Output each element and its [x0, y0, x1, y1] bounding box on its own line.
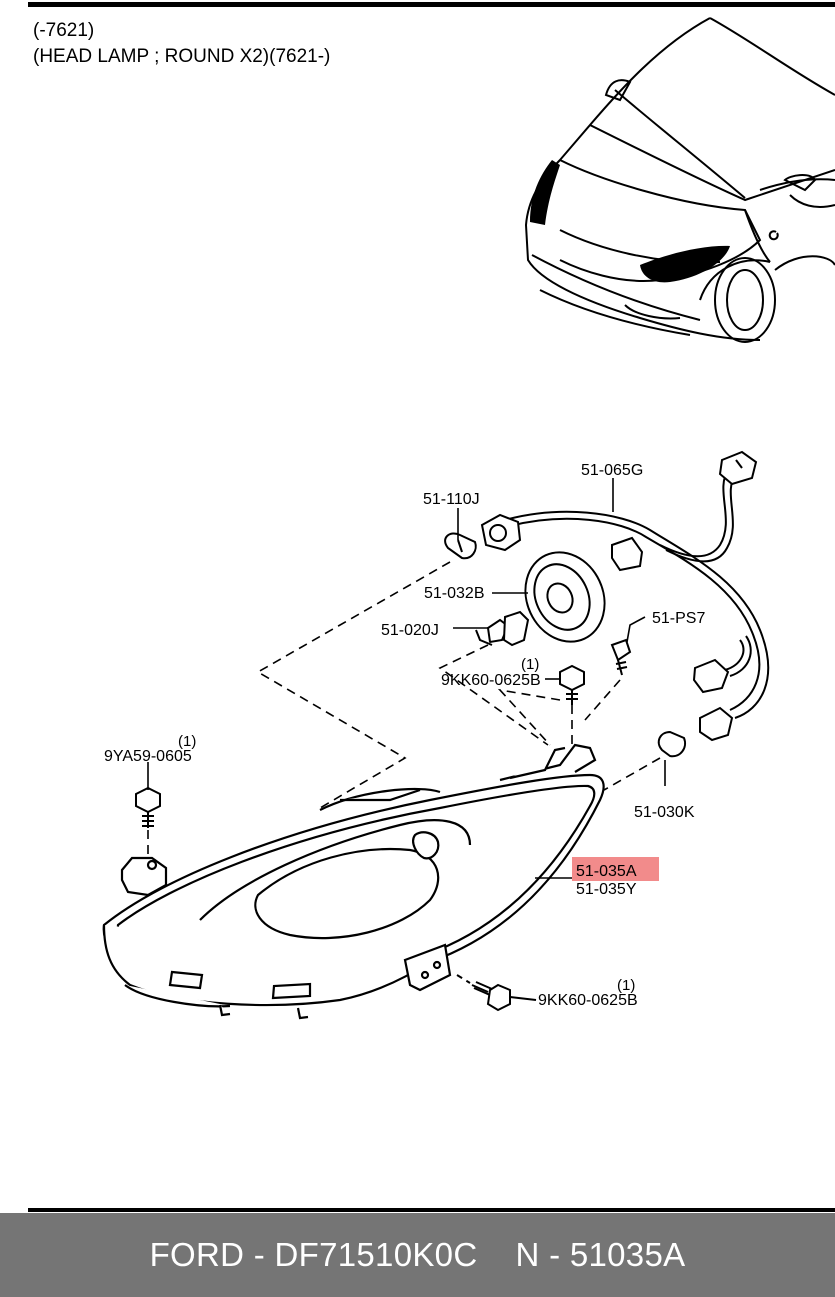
label-51-030K[interactable]: 51-030K [634, 804, 695, 821]
connector-top [611, 450, 758, 694]
bulb-side-icon [657, 730, 686, 758]
label-51-065G[interactable]: 51-065G [581, 462, 643, 479]
bolt-top-icon [559, 664, 585, 705]
label-51-PS7[interactable]: 51-PS7 [652, 610, 705, 627]
label-51-035Y[interactable]: 51-035Y [576, 881, 637, 898]
screw-ps7-icon [610, 638, 632, 676]
label-9KK60-0625B-top[interactable]: 9KK60-0625B [441, 672, 541, 689]
label-9KK60-0625B-bottom[interactable]: 9KK60-0625B [538, 992, 638, 1009]
dust-cap-icon [524, 551, 606, 643]
diagram-title-line2: (HEAD LAMP ; ROUND X2)(7621-) [33, 46, 330, 67]
footer-part: N - 51035A [515, 1236, 686, 1273]
qty-9YA59: (1) [178, 733, 196, 750]
bolt-bottom-icon [456, 974, 537, 1012]
bottom-border [28, 1208, 835, 1212]
bolt-left-icon [135, 786, 161, 828]
parts-diagram: (-7621) (HEAD LAMP ; ROUND X2)(7621-) [28, 2, 835, 1212]
qty-9KK60-top: (1) [521, 656, 539, 673]
bulb-small-icon [444, 532, 477, 560]
label-51-020J[interactable]: 51-020J [381, 622, 439, 639]
car-headlamp-left [530, 160, 560, 225]
diagram-title-line1: (-7621) [33, 20, 94, 41]
highlight-51-035A [572, 857, 659, 881]
label-51-032B[interactable]: 51-032B [424, 585, 485, 602]
label-51-110J[interactable]: 51-110J [423, 491, 480, 508]
label-51-035A[interactable]: 51-035A [576, 863, 637, 880]
label-9YA59-0605[interactable]: 9YA59-0605 [104, 748, 192, 765]
qty-9KK60-bottom: (1) [617, 977, 635, 994]
top-border [28, 2, 835, 7]
leader-lines-dashed [147, 561, 661, 860]
socket-small [480, 513, 734, 742]
car-illustration [524, 17, 835, 343]
leader-lines-solid [147, 478, 666, 879]
headlamp-assembly [102, 743, 605, 1020]
car-headlamp-right [640, 245, 730, 283]
part-number-footer: FORD - DF71510K0C N - 51035A [0, 1213, 835, 1297]
footer-text: FORD - DF71510K0C N - 51035A [150, 1236, 686, 1274]
wire-harness [504, 469, 770, 719]
footer-brand: FORD - DF71510K0C [149, 1236, 478, 1273]
headlamp-bulb-icon [475, 610, 530, 647]
